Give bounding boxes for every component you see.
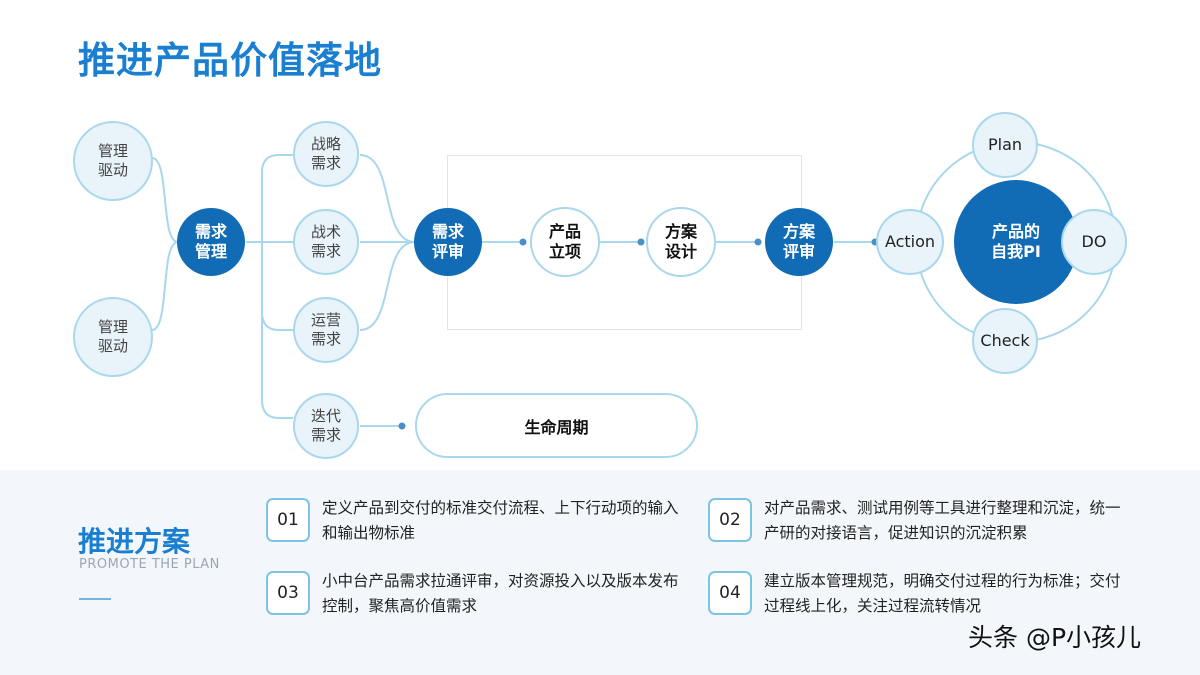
- pdca-action: Action: [876, 209, 944, 275]
- plan-item-number: 01: [266, 498, 310, 542]
- plan-item-number: 03: [266, 571, 310, 615]
- node-req-mgmt: 需求管理: [177, 208, 245, 276]
- plan-divider: [79, 598, 111, 600]
- pdca-check: Check: [972, 308, 1038, 374]
- plan-item-text: 对产品需求、测试用例等工具进行整理和沉淀，统一产研的对接语言，促进知识的沉淀积累: [764, 499, 1121, 542]
- pdca-center: 产品的自我PI: [954, 180, 1078, 304]
- watermark: 头条 @P小孩儿: [968, 623, 1142, 652]
- plan-item-text: 定义产品到交付的标准交付流程、上下行动项的输入和输出物标准: [322, 499, 679, 542]
- node-product-init: 产品立项: [530, 207, 600, 277]
- pdca-plan: Plan: [972, 112, 1038, 178]
- node-tactic: 战术需求: [293, 209, 359, 275]
- node-req-review: 需求评审: [414, 208, 482, 276]
- plan-subtitle: PROMOTE THE PLAN: [79, 557, 220, 572]
- pdca-do: DO: [1061, 209, 1127, 275]
- node-mgmt-drive-1: 管理驱动: [73, 121, 153, 201]
- plan-title: 推进方案: [78, 525, 191, 558]
- node-ops: 运营需求: [293, 297, 359, 363]
- page-title: 推进产品价值落地: [78, 39, 382, 82]
- plan-item-text: 小中台产品需求拉通评审，对资源投入以及版本发布控制，聚焦高价值需求: [322, 572, 679, 615]
- plan-item-text: 建立版本管理规范，明确交付过程的行为标准；交付过程线上化，关注过程流转情况: [764, 572, 1121, 615]
- node-solution-review: 方案评审: [765, 208, 833, 276]
- plan-item-number: 04: [708, 571, 752, 615]
- node-strategy: 战略需求: [293, 121, 359, 187]
- node-mgmt-drive-2: 管理驱动: [73, 297, 153, 377]
- lifecycle-pill: 生命周期: [415, 393, 698, 458]
- plan-section: [0, 470, 1200, 675]
- node-solution-design: 方案设计: [646, 207, 716, 277]
- plan-item-number: 02: [708, 498, 752, 542]
- process-frame: [447, 155, 802, 330]
- node-iter: 迭代需求: [293, 393, 359, 459]
